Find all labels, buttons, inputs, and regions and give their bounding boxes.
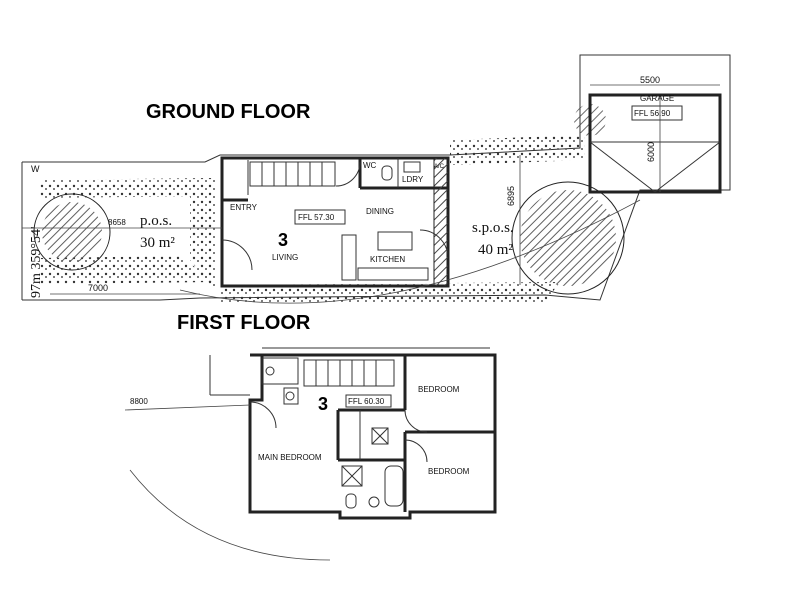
ac-label: A/C [434, 164, 445, 170]
site-arc [179, 199, 641, 304]
planting-strip-side [190, 196, 215, 290]
dim-5500: 5500 [640, 75, 660, 85]
wc-label: WC [363, 161, 377, 170]
ground-stairs [249, 161, 336, 187]
pos-area: 30 m² [140, 235, 175, 251]
dim-7000: 7000 [88, 283, 108, 293]
planting-strip-bottom [40, 256, 215, 284]
kitchen-label: KITCHEN [370, 255, 405, 264]
first-floor-outer-wall [248, 353, 497, 520]
ground-unit-number: 3 [278, 230, 288, 250]
entry-door-swing [221, 239, 253, 271]
west-marker: W [31, 164, 40, 174]
main-bedroom-label: MAIN BEDROOM [258, 453, 322, 462]
ac-column [433, 157, 449, 287]
dim-8800-line [124, 404, 251, 411]
skylight-bath [341, 465, 363, 487]
spos-area: 40 m² [478, 242, 513, 258]
spos-gravel-strip [450, 135, 585, 165]
pos-label: p.o.s. [140, 213, 172, 229]
kitchen-island [377, 231, 413, 251]
tree-left [33, 193, 111, 271]
ground-floor-plan: p.o.s. 30 m² s.p.o.s. 40 m² 3 LIVING ENT… [21, 54, 731, 304]
garage-ffl-box [631, 105, 683, 121]
kitchen-bench-bottom [357, 267, 429, 281]
garage-label: GARAGE [640, 94, 674, 103]
bedroom-door-swing [249, 401, 277, 429]
boundary-bearing: 97m 359°54' [29, 226, 44, 298]
tree-right [511, 181, 625, 295]
dining-label: DINING [366, 207, 394, 216]
bedroom-1-label: BEDROOM [418, 385, 460, 394]
first-floor-heading: FIRST FLOOR [177, 312, 311, 334]
planting-strip-top [40, 178, 215, 198]
kitchen-bench-left [341, 234, 357, 281]
first-ffl-box [345, 394, 392, 408]
dim-6000: 6000 [646, 142, 656, 162]
first-floor-plan: 3 FFL 60.30 MAIN BEDROOM BEDROOM BEDROOM… [124, 347, 497, 561]
dim-8658: 8658 [108, 218, 126, 227]
ground-ffl: FFL 57.30 [298, 213, 335, 222]
ldry-label: LDRY [402, 175, 424, 184]
first-stairs [303, 359, 395, 387]
first-ffl: FFL 60.30 [348, 397, 385, 406]
first-floor-arc [129, 469, 331, 561]
toilet [345, 493, 357, 509]
skylight-hall [371, 427, 389, 445]
ground-floor-heading: GROUND FLOOR [146, 101, 311, 123]
ground-ffl-box [294, 209, 346, 225]
living-label: LIVING [272, 253, 298, 262]
spos-label: s.p.o.s. [472, 220, 514, 236]
dim-8800: 8800 [130, 397, 148, 406]
bedroom-2-label: BEDROOM [428, 467, 470, 476]
entry-label: ENTRY [230, 203, 258, 212]
dim-6895: 6895 [506, 186, 516, 206]
garage-ffl: FFL 56.90 [634, 109, 671, 118]
bathtub [384, 465, 404, 507]
first-unit-number: 3 [318, 394, 328, 414]
